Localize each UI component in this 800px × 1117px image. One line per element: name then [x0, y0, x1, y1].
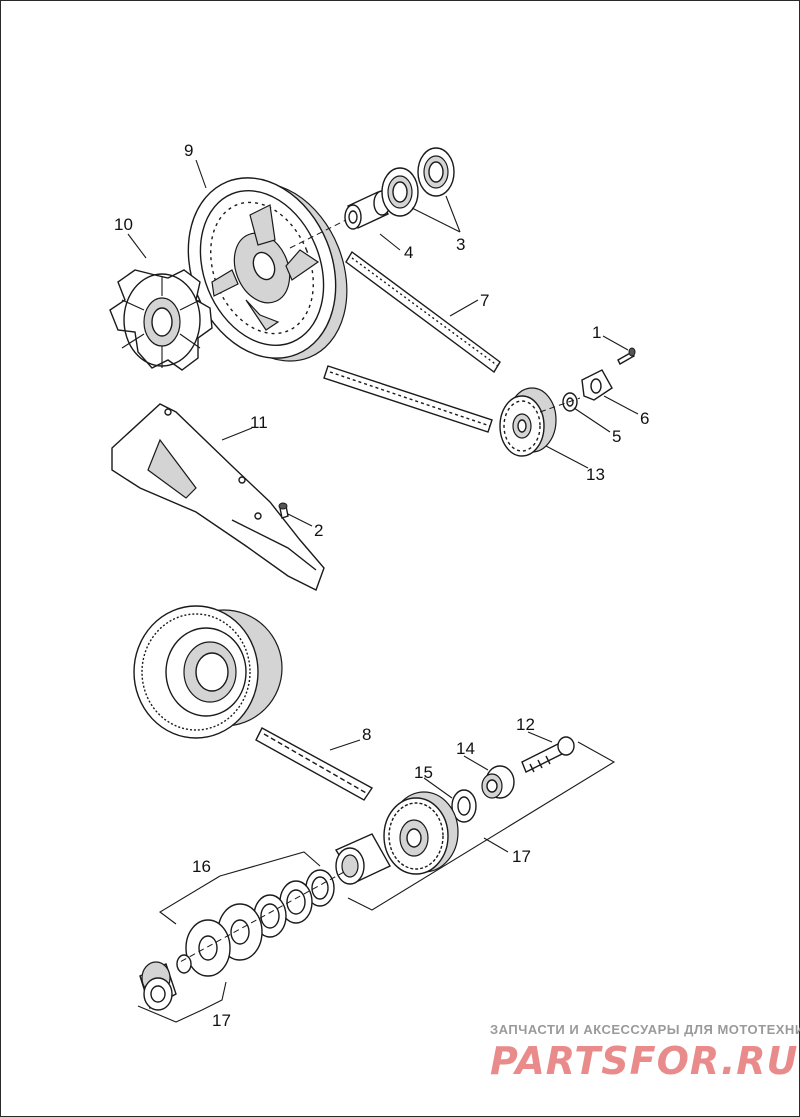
watermark: ЗАПЧАСТИ И АКСЕССУАРЫ ДЛЯ МОТОТЕХНИКИ PA…	[490, 1022, 800, 1083]
callout-17-upper: 17	[512, 847, 531, 866]
callout-3: 3	[456, 235, 465, 254]
part-9-rear-pulley[interactable]	[162, 156, 372, 383]
callout-14: 14	[456, 739, 475, 758]
part-7-drive-belt[interactable]	[323, 250, 501, 433]
callout-12: 12	[516, 715, 535, 734]
part-16-washer-stack[interactable]	[176, 869, 335, 977]
callout-13: 13	[586, 465, 605, 484]
callout-5: 5	[612, 427, 621, 446]
callout-11: 11	[250, 413, 268, 432]
callout-8: 8	[362, 725, 371, 744]
part-12-bolt[interactable]	[521, 736, 575, 773]
callout-2: 2	[314, 521, 323, 540]
part-1-bolt[interactable]	[617, 347, 636, 365]
part-4-spacer[interactable]	[344, 190, 391, 230]
callout-6: 6	[640, 409, 649, 428]
callout-10: 10	[114, 215, 133, 234]
callout-9: 9	[184, 141, 193, 160]
watermark-tagline: ЗАПЧАСТИ И АКСЕССУАРЫ ДЛЯ МОТОТЕХНИКИ	[490, 1022, 800, 1037]
callout-15: 15	[414, 763, 433, 782]
callout-1: 1	[592, 323, 601, 342]
part-6-lock-plate[interactable]	[581, 369, 613, 401]
part-engine-sprocket[interactable]	[383, 791, 459, 875]
centerlines	[179, 219, 581, 963]
callout-16: 16	[192, 857, 211, 876]
callout-labels: 9 10 3 4 7 1 6 5 13 11 2 8 12 14 15 17 1…	[114, 141, 649, 1030]
part-17-splined-coupler[interactable]	[139, 961, 177, 1011]
callout-4: 4	[404, 243, 413, 262]
callout-17-lower: 17	[212, 1011, 231, 1030]
part-10-fan[interactable]	[109, 269, 213, 371]
part-15-washer[interactable]	[451, 789, 477, 823]
callout-7: 7	[480, 291, 489, 310]
part-compensator[interactable]	[334, 833, 391, 885]
watermark-brand: PARTSFOR.RU	[490, 1039, 798, 1083]
part-11-belt-guard[interactable]	[111, 403, 325, 591]
part-14-hub[interactable]	[481, 765, 515, 799]
leader-lines	[127, 159, 639, 1023]
part-13-transmission-sprocket[interactable]	[499, 387, 557, 457]
part-clutch-basket[interactable]	[133, 605, 283, 739]
part-3-bearings[interactable]	[381, 147, 455, 217]
part-2-screw[interactable]	[278, 502, 289, 519]
part-8-primary-chain[interactable]	[255, 727, 374, 801]
